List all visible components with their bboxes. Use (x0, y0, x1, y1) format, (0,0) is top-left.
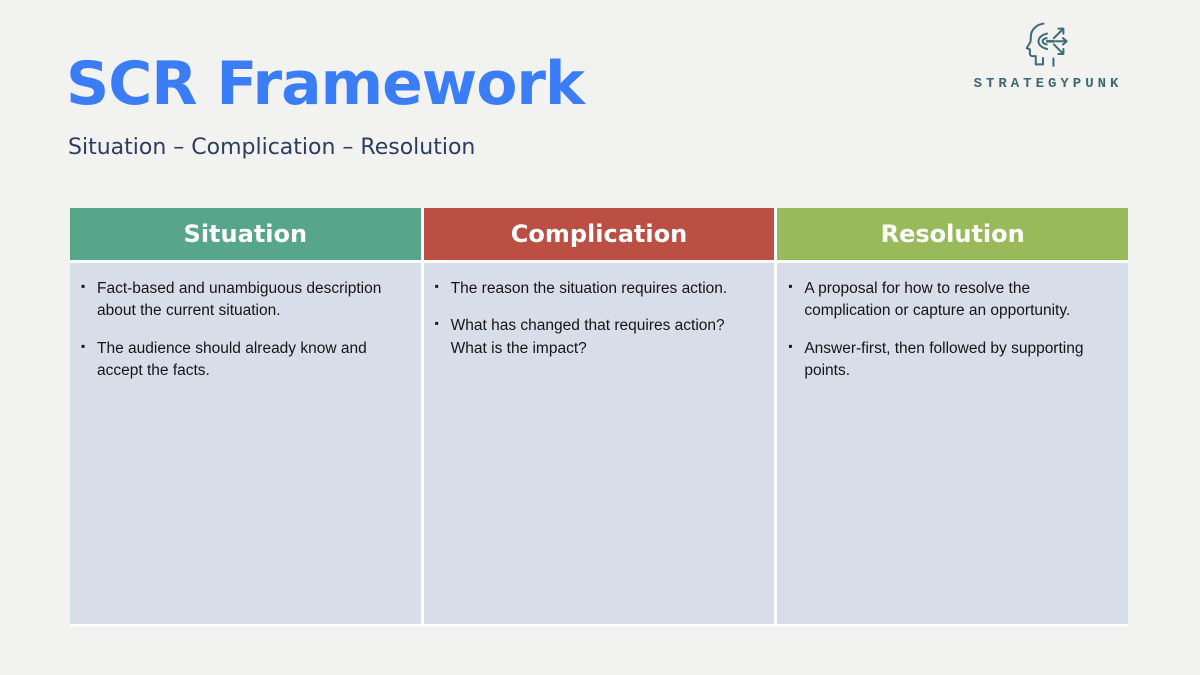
bullet-list: The reason the situation requires action… (434, 278, 761, 360)
column-header-situation: Situation (70, 208, 421, 260)
column-body-complication: The reason the situation requires action… (423, 263, 775, 624)
column-header-complication: Complication (423, 208, 775, 260)
page-subtitle: Situation – Complication – Resolution (68, 135, 476, 160)
bullet-list: A proposal for how to resolve the compli… (787, 278, 1114, 383)
bullet-item: Answer-first, then followed by supportin… (787, 338, 1114, 383)
brand-name: STRATEGYPUNK (973, 76, 1123, 92)
column-body-situation: Fact-based and unambiguous description a… (70, 263, 421, 624)
bullet-item: A proposal for how to resolve the compli… (787, 278, 1114, 323)
bullet-item: The audience should already know and acc… (80, 338, 407, 383)
page-title: SCR Framework (66, 49, 585, 119)
bullet-item: Fact-based and unambiguous description a… (80, 278, 407, 323)
scr-framework-table: Situation Complication Resolution Fact-b… (70, 208, 1128, 627)
bullet-item: What has changed that requires action? W… (434, 315, 761, 360)
bullet-list: Fact-based and unambiguous description a… (80, 278, 407, 383)
bullet-item: The reason the situation requires action… (434, 278, 761, 300)
column-body-resolution: A proposal for how to resolve the compli… (777, 263, 1128, 624)
column-header-resolution: Resolution (777, 208, 1128, 260)
head-with-arrows-icon (1025, 22, 1068, 67)
brand-logo: STRATEGYPUNK (960, 14, 1136, 92)
